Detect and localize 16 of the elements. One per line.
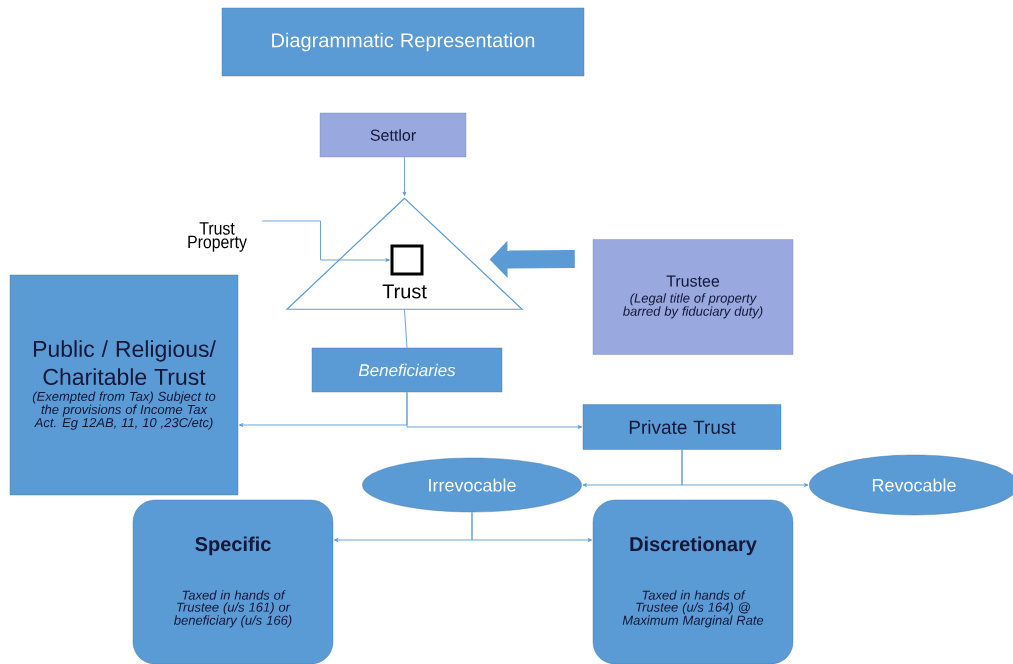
arrow	[406, 391, 583, 429]
settlor-box: Settlor	[319, 112, 467, 158]
trustee-box: Trustee (Legal title of property barred by fiduciary duty)	[592, 239, 794, 355]
trust-box: Public / Religious/ Charitable Trust (Exempted from Tax) Subject to the provisions of Income Tax Act. Eg 12AB, 11, 10 ,23C/etc)	[9, 274, 239, 496]
trust-box: Private Trust	[582, 404, 782, 450]
tax-box: Discretionary Taxed in hands of Trustee (u/s 164) @ Maximum Marginal Rate	[592, 499, 794, 664]
connector-line	[404, 309, 408, 349]
arrow	[261, 220, 390, 262]
arrow	[471, 511, 593, 542]
square-symbol	[390, 244, 424, 276]
arrow	[402, 156, 407, 196]
arrow	[681, 449, 809, 487]
beneficiaries-box: Beneficiaries	[311, 347, 503, 393]
title-box: Diagrammatic Representation	[221, 7, 585, 77]
tax-box: Specific Taxed in hands of Trustee (u/s 161) or beneficiary (u/s 166)	[132, 499, 334, 664]
trust-property-label: Trust Property	[188, 222, 247, 252]
